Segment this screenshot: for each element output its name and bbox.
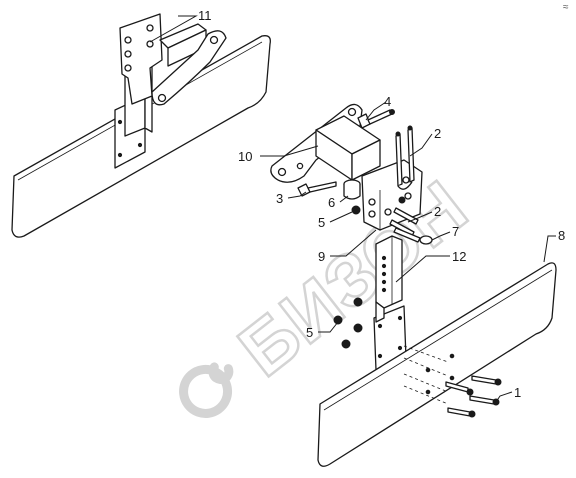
part-8-blade [317, 262, 557, 467]
part-12-post [373, 235, 407, 371]
watermark-logo-icon [179, 362, 234, 418]
callout-11: 11 [198, 8, 212, 23]
callout-4: 4 [384, 94, 391, 109]
part-5-nuts-lower [333, 297, 363, 349]
callout-2-lower: 2 [434, 204, 441, 219]
leader-lines [149, 15, 556, 403]
callouts: 11 4 10 2 3 6 5 2 7 9 12 5 8 1 [198, 8, 565, 400]
callout-8: 8 [558, 228, 565, 243]
exploded-view [270, 103, 557, 467]
part-7-eyebolt [393, 227, 433, 245]
part-1-bolts [445, 375, 502, 418]
part-2-ubolts-upper [395, 125, 415, 190]
assembled-view [11, 13, 271, 238]
callout-10: 10 [238, 149, 252, 164]
part-5-nuts-upper [351, 196, 406, 215]
callout-7: 7 [452, 224, 459, 239]
callout-3: 3 [276, 191, 283, 206]
corner-mark: ≈ [563, 2, 569, 13]
callout-1: 1 [514, 385, 521, 400]
callout-5-upper: 5 [318, 215, 325, 230]
callout-6: 6 [328, 195, 335, 210]
callout-12: 12 [452, 249, 466, 264]
part-4-bolt [357, 109, 395, 129]
part-3-bolt [297, 181, 337, 197]
callout-5-lower: 5 [306, 325, 313, 340]
callout-9: 9 [318, 249, 325, 264]
callout-2-upper: 2 [434, 126, 441, 141]
